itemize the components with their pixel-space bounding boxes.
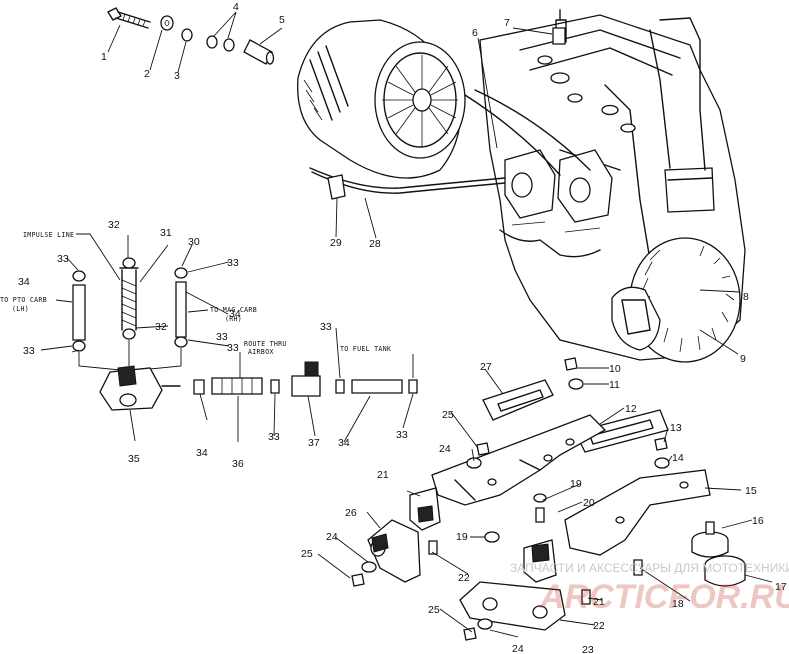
engine-mount-plate-12 [574,409,669,453]
callout-34-b: 34 [229,308,241,320]
part-callouts: 1 2 3 4 5 6 7 8 9 10 11 12 13 14 15 16 1… [18,1,787,654]
leader-lines [40,11,773,638]
callout-21-b: 21 [377,469,389,481]
note-to-pto-carb: TO PTO CARB [0,296,47,304]
mount-bracket-21-upper [409,487,441,531]
callout-34-c: 34 [196,447,208,459]
o-ring-b [223,38,235,52]
callout-25-c: 25 [301,548,313,560]
callout-32-b: 32 [155,321,167,333]
note-to-fuel-tank: TO FUEL TANK [340,345,391,353]
rubber-mount-17 [704,555,746,587]
callout-5: 5 [279,14,285,26]
routing-notes: IMPULSE LINE TO PTO CARB (LH) TO MAG CAR… [0,231,391,356]
bolt [107,7,151,29]
ignition-coil [649,17,715,213]
callout-34: 34 [18,276,30,288]
callout-4: 4 [233,1,239,13]
callout-10: 10 [609,363,621,375]
note-to-mag-carb-side: (RH) [225,315,242,323]
watermark-logo: ARCTICFOR.RU [539,578,789,616]
front-mount-bracket [431,414,607,506]
callout-17: 17 [775,581,787,593]
o-ring [181,28,193,42]
mount-bracket-21-lower [523,539,557,583]
note-to-mag-carb: TO MAG CARB [210,306,257,314]
callout-34-d: 34 [338,437,350,449]
note-impulse-line: IMPULSE LINE [23,231,74,239]
callout-19-b: 19 [456,531,468,543]
note-airbox: AIRBOX [248,348,274,356]
throttle-cable [309,89,591,200]
callout-33-d: 33 [23,345,35,357]
o-ring-a [206,35,218,49]
callout-7: 7 [504,17,510,29]
callout-20: 20 [583,497,595,509]
callout-25-b: 25 [442,409,454,421]
callout-37: 37 [308,437,320,449]
fuel-filter-line [211,352,418,397]
callout-33-c: 33 [227,342,239,354]
callout-22-b: 22 [458,572,470,584]
bushing [243,39,275,65]
callout-6: 6 [472,27,478,39]
callout-24: 24 [512,643,524,654]
drive-clutch [297,19,466,179]
callout-1: 1 [101,51,107,63]
carburetors [499,149,613,258]
engine-mount-plate-27 [482,379,554,421]
mount-bracket-23 [459,581,566,631]
callout-3: 3 [174,70,180,82]
rubber-mount-16 [691,521,729,558]
callout-23: 23 [582,644,594,654]
callout-32: 32 [108,219,120,231]
callout-25: 25 [428,604,440,616]
rear-mount-bracket [564,469,711,556]
callout-15: 15 [745,485,757,497]
callout-31: 31 [160,227,172,239]
washer [160,15,174,31]
callout-33-h: 33 [396,429,408,441]
impulse-hose-assembly [72,257,188,371]
callout-26: 26 [345,507,357,519]
callout-11: 11 [609,379,620,391]
callout-14: 14 [672,452,684,464]
callout-22: 22 [593,620,605,632]
watermark-caption: ЗАПЧАСТИ И АКСЕССУАРЫ ДЛЯ МОТОТЕХНИКИ [510,561,789,575]
fuel-pump [99,365,205,411]
callout-27: 27 [480,361,492,373]
callout-35: 35 [128,453,140,465]
callout-24-c: 24 [326,531,338,543]
callout-18: 18 [672,598,684,610]
callout-33-g: 33 [268,431,280,443]
callout-16: 16 [752,515,764,527]
callout-30: 30 [188,236,200,248]
callout-33: 33 [57,253,69,265]
callout-29: 29 [330,237,342,249]
callout-2: 2 [144,68,150,80]
callout-19: 19 [570,478,582,490]
watermark: ЗАПЧАСТИ И АКСЕССУАРЫ ДЛЯ МОТОТЕХНИКИ AR… [510,561,789,616]
mount-bracket-26 [367,519,421,583]
callout-21: 21 [593,596,605,608]
note-to-pto-carb-side: (LH) [12,305,29,313]
callout-12: 12 [625,403,637,415]
note-route-thru: ROUTE THRU [244,340,287,348]
callout-8: 8 [743,291,749,303]
callout-24-b: 24 [439,443,451,455]
callout-33-e: 33 [216,331,228,343]
callout-33-b: 33 [227,257,239,269]
callout-33-f: 33 [320,321,332,333]
recoil-starter [611,237,741,363]
callout-9: 9 [740,353,746,365]
callout-36: 36 [232,458,244,470]
fasteners [351,27,670,641]
callout-28: 28 [369,238,381,250]
callout-13: 13 [670,422,682,434]
